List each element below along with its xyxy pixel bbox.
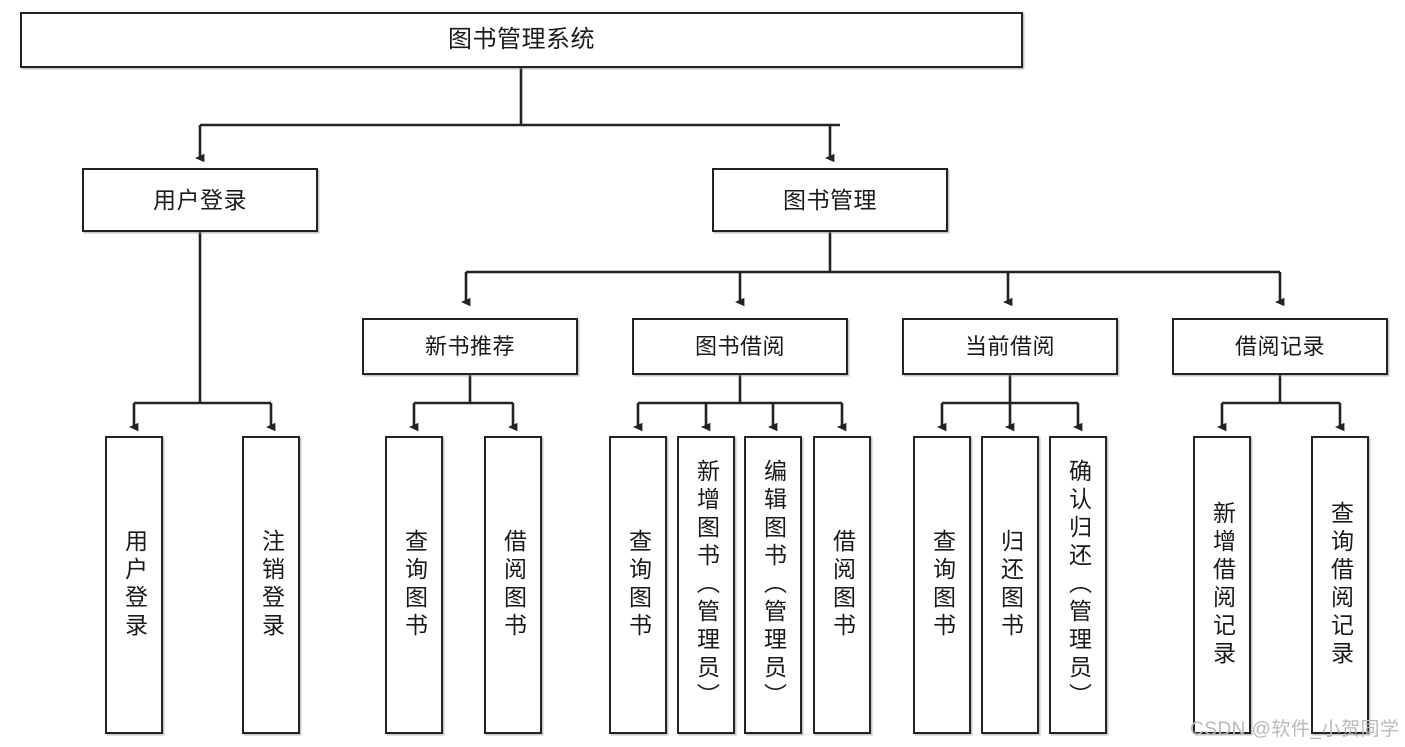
leaf-current-borrow-confirm-return-admin[interactable]: 确认归还（管理员） [1049,436,1107,734]
leaf-user-login-logout[interactable]: 注销登录 [242,436,300,734]
node-borrow-record[interactable]: 借阅记录 [1172,318,1388,375]
leaf-book-borrow-edit-book-admin[interactable]: 编辑图书（管理员） [744,436,802,734]
leaf-new-book-query-book[interactable]: 查询图书 [385,436,443,734]
node-label: 用户登录 [153,186,247,213]
node-label: 查询图书 [929,529,956,641]
node-label: 新增借阅记录 [1209,501,1236,669]
node-label: 编辑图书（管理员） [760,459,787,711]
node-label: 查询图书 [401,529,428,641]
leaf-book-borrow-borrow-book[interactable]: 借阅图书 [813,436,871,734]
node-root-book-management-system[interactable]: 图书管理系统 [20,12,1023,68]
node-label: 注销登录 [258,529,285,641]
leaf-current-borrow-query-book[interactable]: 查询图书 [913,436,971,734]
node-label: 查询图书 [625,529,652,641]
node-label: 图书借阅 [694,333,785,359]
node-label: 当前借阅 [964,333,1055,359]
node-book-management[interactable]: 图书管理 [712,168,948,232]
node-label: 新增图书（管理员） [693,459,720,711]
node-book-borrow[interactable]: 图书借阅 [632,318,848,375]
node-label: 借阅图书 [500,529,527,641]
node-new-book-recommend[interactable]: 新书推荐 [362,318,578,375]
csdn-watermark: CSDN @软件_小贺同学 [1190,719,1400,740]
node-label: 查询借阅记录 [1327,501,1354,669]
leaf-current-borrow-return-book[interactable]: 归还图书 [981,436,1039,734]
node-label: 借阅图书 [829,529,856,641]
node-user-login[interactable]: 用户登录 [82,168,318,232]
leaf-new-book-borrow-book[interactable]: 借阅图书 [484,436,542,734]
leaf-book-borrow-add-book-admin[interactable]: 新增图书（管理员） [677,436,735,734]
node-label: 图书管理系统 [448,26,595,54]
node-label: 用户登录 [121,529,148,641]
node-label: 确认归还（管理员） [1065,459,1092,711]
node-current-borrow[interactable]: 当前借阅 [902,318,1118,375]
leaf-book-borrow-query-book[interactable]: 查询图书 [609,436,667,734]
node-label: 归还图书 [997,529,1024,641]
leaf-borrow-record-add-record[interactable]: 新增借阅记录 [1193,436,1251,734]
node-label: 新书推荐 [424,333,515,359]
leaf-user-login-login[interactable]: 用户登录 [105,436,163,734]
leaf-borrow-record-query-record[interactable]: 查询借阅记录 [1311,436,1369,734]
node-label: 借阅记录 [1234,333,1325,359]
node-label: 图书管理 [783,186,877,213]
